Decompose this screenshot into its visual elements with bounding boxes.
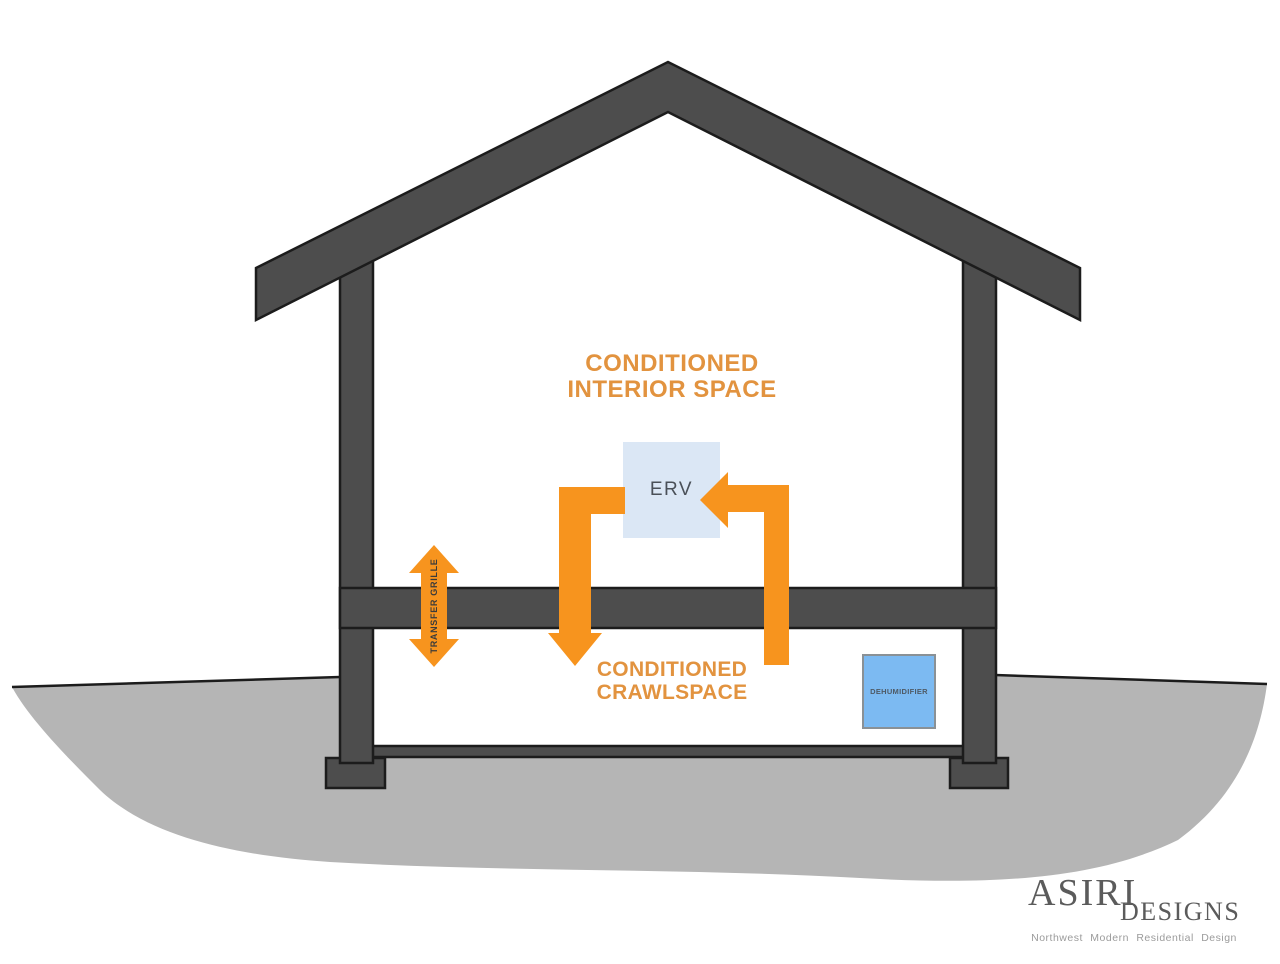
floor-band: [338, 586, 998, 630]
supply-duct-arrow: [548, 487, 625, 666]
right-wall: [961, 256, 998, 765]
asiri-designs-logo: ASIRI DESIGNS Northwest Modern Residenti…: [1020, 870, 1250, 954]
return-duct-arrow: [700, 472, 789, 665]
conditioned-interior-space-label: CONDITIONED INTERIOR SPACE: [567, 350, 777, 403]
grade-line-right: [994, 673, 1268, 686]
dehumidifier-label: DEHUMIDIFIER: [870, 687, 928, 696]
left-wall: [338, 256, 375, 765]
logo-tagline: Northwest Modern Residential Design: [1031, 932, 1237, 944]
crawlspace-slab: [344, 744, 982, 759]
roof: [254, 60, 1082, 323]
logo-suffix: DESIGNS: [1120, 897, 1241, 926]
transfer-grille-label: TRANSFER GRILLE: [429, 558, 439, 654]
conditioned-crawlspace-label: CONDITIONED CRAWLSPACE: [596, 658, 748, 704]
grade-line-left: [11, 675, 341, 689]
logo-name: ASIRI: [1028, 872, 1138, 914]
erv-label: ERV: [649, 479, 694, 500]
transfer-grille-arrow: [409, 545, 459, 667]
dehumidifier-unit: [862, 654, 936, 729]
erv-unit: [623, 442, 720, 538]
